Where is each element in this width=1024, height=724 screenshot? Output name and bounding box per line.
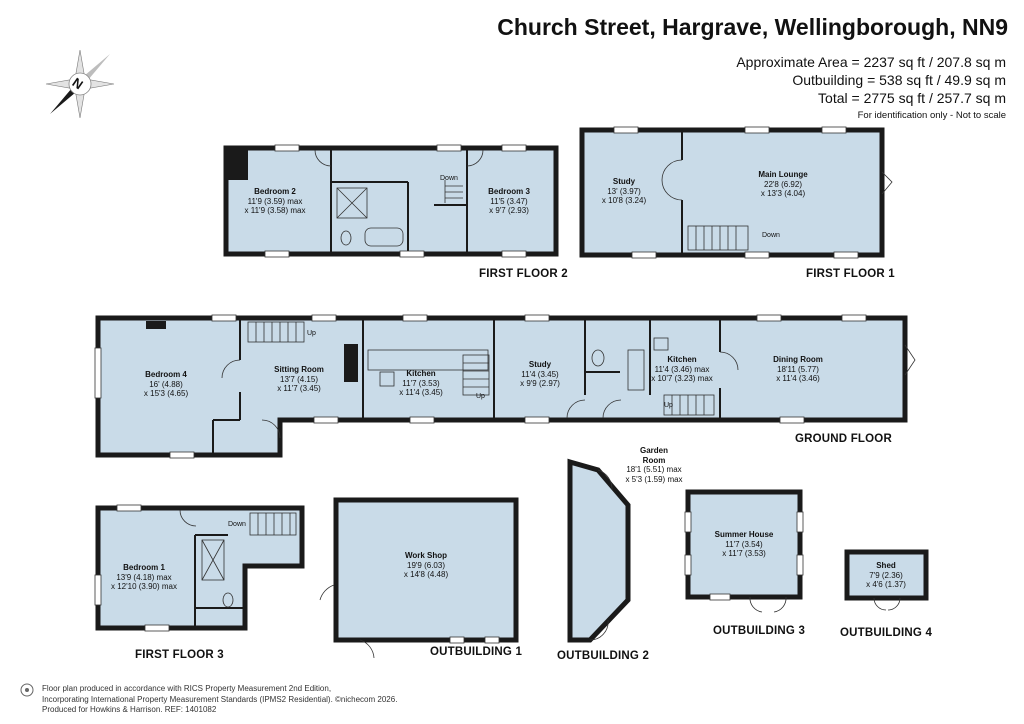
room-dim-1: 18'11 (5.77) bbox=[777, 364, 819, 374]
room-name-line-2: Room bbox=[642, 455, 666, 465]
room-dim-1: 13' (3.97) bbox=[607, 186, 641, 196]
stair-label-up: Up bbox=[476, 393, 485, 400]
stair-label-up: Up bbox=[664, 402, 673, 409]
room-summer-house: Summer House 11'7 (3.54) x 11'7 (3.53) bbox=[715, 530, 774, 559]
stair-label-up: Up bbox=[307, 330, 316, 337]
room-name: Bedroom 2 bbox=[254, 186, 296, 196]
floor-label-first-floor-2: FIRST FLOOR 2 bbox=[479, 268, 568, 280]
room-dim-2: x 13'3 (4.04) bbox=[760, 188, 806, 198]
footer-line-2: Incorporating International Property Mea… bbox=[42, 694, 398, 704]
room-dim-1: 11'7 (3.53) bbox=[402, 378, 440, 388]
room-sitting-room: Sitting Room 13'7 (4.15) x 11'7 (3.45) bbox=[274, 365, 324, 394]
stair-label-down: Down bbox=[228, 521, 246, 528]
room-dim-1: 22'8 (6.92) bbox=[763, 179, 802, 189]
floor-label-outbuilding-1: OUTBUILDING 1 bbox=[430, 646, 523, 658]
room-name: Dining Room bbox=[773, 354, 823, 364]
room-bedroom-4: Bedroom 4 16' (4.88) x 15'3 (4.65) bbox=[144, 370, 188, 399]
room-dim-2: x 14'8 (4.48) bbox=[403, 569, 449, 579]
floor-label-ground-floor: GROUND FLOOR bbox=[795, 433, 892, 445]
room-name: Bedroom 4 bbox=[145, 369, 187, 379]
first-floor-1-plan bbox=[579, 126, 893, 259]
outbuilding-2-plan bbox=[567, 458, 631, 643]
outbuilding-3-plan bbox=[684, 489, 804, 613]
room-bedroom-2: Bedroom 2 11'9 (3.59) max x 11'9 (3.58) … bbox=[245, 187, 306, 216]
room-work-shop: Work Shop 19'9 (6.03) x 14'8 (4.48) bbox=[404, 551, 448, 580]
room-dim-2: x 10'8 (3.24) bbox=[601, 195, 647, 205]
room-dim-1: 11'5 (3.47) bbox=[490, 196, 528, 206]
room-dim-2: x 5'3 (1.59) max bbox=[625, 474, 683, 484]
room-dim-1: 18'1 (5.51) max bbox=[626, 465, 682, 474]
outbuilding-area: Outbuilding = 538 sq ft / 49.9 sq m bbox=[792, 72, 1006, 88]
room-name: Bedroom 3 bbox=[488, 186, 530, 196]
first-floor-2-plan bbox=[223, 144, 559, 258]
room-dim-2: x 12'10 (3.90) max bbox=[110, 581, 178, 591]
room-dim-1: 13'7 (4.15) bbox=[280, 374, 318, 384]
stair-label-down: Down bbox=[440, 175, 458, 182]
compass-icon bbox=[45, 49, 115, 119]
outbuilding-1-plan bbox=[319, 497, 519, 659]
room-name: Bedroom 1 bbox=[123, 562, 165, 572]
room-dim-2: x 11'7 (3.45) bbox=[277, 383, 321, 393]
room-dim-1: 13'9 (4.18) max bbox=[116, 572, 172, 582]
room-dining-room: Dining Room 18'11 (5.77) x 11'4 (3.46) bbox=[773, 355, 823, 384]
room-name: Shed bbox=[876, 560, 896, 570]
room-dim-1: 11'7 (3.54) bbox=[725, 539, 763, 549]
room-name: Study bbox=[528, 359, 552, 369]
floor-label-outbuilding-4: OUTBUILDING 4 bbox=[840, 627, 933, 639]
room-name: Study bbox=[612, 176, 636, 186]
total-area: Total = 2775 sq ft / 257.7 sq m bbox=[818, 90, 1006, 106]
room-dim-2: x 9'9 (2.97) bbox=[520, 378, 560, 388]
room-dim-1: 19'9 (6.03) bbox=[407, 560, 445, 570]
room-study-ground-floor: Study 11'4 (3.45) x 9'9 (2.97) bbox=[520, 360, 560, 389]
first-floor-3-plan bbox=[94, 504, 305, 632]
floor-label-outbuilding-3: OUTBUILDING 3 bbox=[713, 625, 806, 637]
room-name: Garden bbox=[639, 446, 669, 455]
nichecom-logo-icon bbox=[20, 683, 34, 697]
room-study-first-floor: Study 13' (3.97) x 10'8 (3.24) bbox=[602, 177, 646, 206]
room-name: Kitchen bbox=[667, 354, 697, 364]
room-dim-2: x 9'7 (2.93) bbox=[489, 205, 529, 215]
room-dim-1: 11'4 (3.46) max bbox=[654, 364, 710, 374]
room-dim-1: 11'4 (3.45) bbox=[521, 369, 559, 379]
room-dim-2: x 11'7 (3.53) bbox=[722, 548, 766, 558]
room-name: Kitchen bbox=[406, 368, 436, 378]
room-garden-room: Garden Room 18'1 (5.51) max x 5'3 (1.59)… bbox=[625, 446, 682, 484]
footer-credits: Floor plan produced in accordance with R… bbox=[42, 684, 397, 716]
room-name: Summer House bbox=[714, 529, 774, 539]
approximate-area: Approximate Area = 2237 sq ft / 207.8 sq… bbox=[736, 54, 1006, 70]
identification-note: For identification only - Not to scale bbox=[857, 110, 1006, 121]
room-dim-1: 11'9 (3.59) max bbox=[247, 196, 303, 206]
room-bedroom-3: Bedroom 3 11'5 (3.47) x 9'7 (2.93) bbox=[488, 187, 530, 216]
room-dim-2: x 11'4 (3.45) bbox=[399, 387, 443, 397]
stair-label-down: Down bbox=[762, 232, 780, 239]
room-main-lounge: Main Lounge 22'8 (6.92) x 13'3 (4.04) bbox=[758, 170, 807, 199]
page-title: Church Street, Hargrave, Wellingborough,… bbox=[497, 14, 1008, 40]
room-kitchen-1: Kitchen 11'7 (3.53) x 11'4 (3.45) bbox=[399, 369, 443, 398]
room-bedroom-1: Bedroom 1 13'9 (4.18) max x 12'10 (3.90)… bbox=[111, 563, 177, 592]
footer-line-1: Floor plan produced in accordance with R… bbox=[42, 684, 332, 693]
room-name: Main Lounge bbox=[758, 169, 808, 179]
ground-floor-plan bbox=[94, 314, 916, 459]
room-dim-2: x 10'7 (3.23) max bbox=[651, 373, 713, 383]
room-dim-1: 16' (4.88) bbox=[149, 379, 183, 389]
room-shed: Shed 7'9 (2.36) x 4'6 (1.37) bbox=[866, 561, 906, 590]
footer-line-3: Produced for Howkins & Harrison. REF: 14… bbox=[42, 705, 217, 714]
room-dim-2: x 11'4 (3.46) bbox=[776, 373, 820, 383]
room-name: Work Shop bbox=[404, 550, 448, 560]
room-kitchen-2: Kitchen 11'4 (3.46) max x 10'7 (3.23) ma… bbox=[651, 355, 713, 384]
floor-label-outbuilding-2: OUTBUILDING 2 bbox=[557, 650, 650, 662]
room-dim-1: 7'9 (2.36) bbox=[869, 570, 903, 580]
room-name: Sitting Room bbox=[274, 364, 324, 374]
room-dim-2: x 15'3 (4.65) bbox=[143, 388, 189, 398]
room-dim-2: x 4'6 (1.37) bbox=[866, 579, 906, 589]
outbuilding-4-plan bbox=[844, 549, 929, 611]
floor-label-first-floor-3: FIRST FLOOR 3 bbox=[135, 649, 224, 661]
room-dim-2: x 11'9 (3.58) max bbox=[244, 205, 306, 215]
floor-label-first-floor-1: FIRST FLOOR 1 bbox=[806, 268, 895, 280]
